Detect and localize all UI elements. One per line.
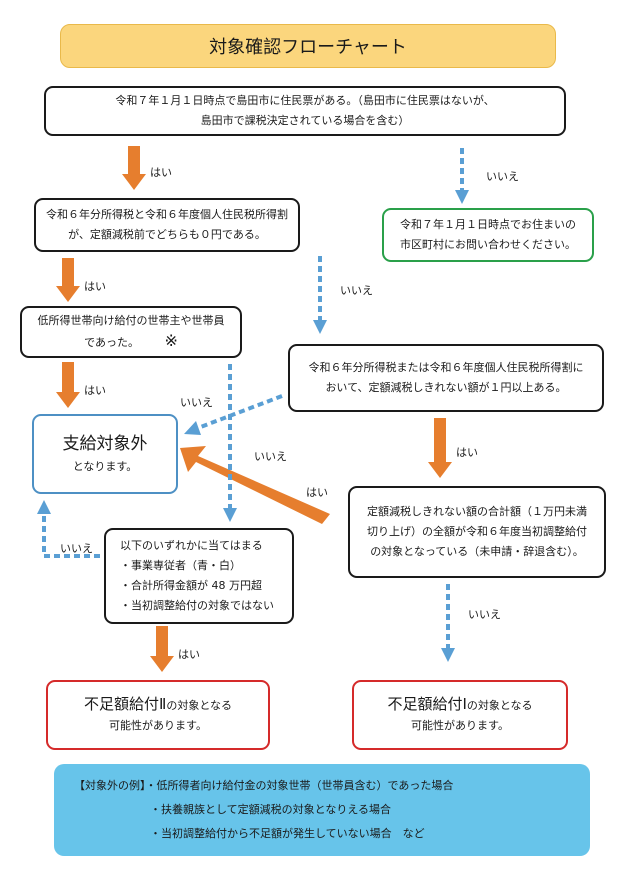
yes-arrow-low-income [56, 362, 80, 408]
box-result-2-line2: 可能性があります。 [109, 719, 207, 732]
no-arrowhead-tax-zero [313, 320, 327, 334]
box-result-2: 不足額給付Ⅱの対象となる 可能性があります。 [46, 680, 270, 750]
box-contact: 令和７年１月１日時点でお住まいの 市区町村にお問い合わせください。 [382, 208, 594, 262]
box-low-income: 低所得世帯向け給付の世帯主や世帯員 であった。 ※ [20, 306, 242, 358]
box-tax-zero-line1: 令和６年分所得税と令和６年度個人住民税所得割 [46, 208, 288, 221]
label-yes-remaining: はい [456, 446, 478, 459]
box-result-2-line1: 不足額給付Ⅱの対象となる [54, 694, 262, 716]
box-remaining: 令和６年分所得税または令和６年度個人住民税所得割に おいて、定額減税しきれない額… [288, 344, 604, 412]
box-contact-line2: 市区町村にお問い合わせください。 [400, 238, 576, 251]
notes-line1: 【対象外の例】・低所得者向け給付金の対象世帯（世帯員含む）であった場合 [74, 779, 454, 792]
box-contact-line1: 令和７年１月１日時点でお住まいの [400, 218, 576, 231]
label-yes-conditions: はい [178, 648, 200, 661]
label-no-total: いいえ [468, 608, 501, 621]
box-conditions: 以下のいずれかに当てはまる ・事業専従者（青・白） ・合計所得金額が 48 万円… [104, 528, 294, 624]
no-arrow-conditions [42, 512, 100, 558]
box-result-1-line1: 不足額給付Ⅰの対象となる [360, 694, 560, 716]
notes-panel: 【対象外の例】・低所得者向け給付金の対象世帯（世帯員含む）であった場合 ・扶養親… [54, 764, 590, 856]
box-total-line1: 定額減税しきれない額の合計額（１万円未満 [367, 505, 587, 518]
box-low-income-line2-row: であった。 ※ [28, 331, 234, 353]
box-excluded-line1: 支給対象外 [62, 434, 148, 454]
box-conditions-line3: ・合計所得金額が 48 万円超 [120, 579, 262, 592]
no-arrowhead-conditions [37, 500, 51, 514]
no-arrow-remaining [197, 394, 283, 430]
label-no-low-income: いいえ [254, 450, 287, 463]
notes-line3: ・当初調整給付から不足額が発生していない場合 など [150, 827, 425, 840]
page-title: 対象確認フローチャート [60, 24, 556, 68]
no-arrowhead-remaining [184, 421, 201, 435]
label-yes-low-income: はい [84, 384, 106, 397]
yes-arrow-conditions [150, 626, 174, 672]
box-conditions-line2: ・事業専従者（青・白） [120, 559, 241, 572]
box-excluded-line2: となります。 [72, 460, 138, 473]
box-result-1-line2: 可能性があります。 [411, 719, 509, 732]
label-yes-start: はい [150, 166, 172, 179]
box-total-line3: の対象となっている（未申請・辞退含む）。 [370, 545, 584, 558]
box-total: 定額減税しきれない額の合計額（１万円未満 切り上げ）の全額が令和６年度当初調整給… [348, 486, 606, 578]
yes-arrow-remaining [428, 418, 452, 478]
label-no-tax-zero: いいえ [340, 284, 373, 297]
box-start: 令和７年１月１日時点で島田市に住民票がある。（島田市に住民票はないが、 島田市で… [44, 86, 566, 136]
no-arrowhead-total [441, 648, 455, 662]
box-conditions-line4: ・当初調整給付の対象ではない [120, 599, 274, 612]
box-result-2-suffix: の対象となる [166, 699, 233, 712]
no-arrowhead-low-income [223, 508, 237, 522]
box-total-line2: 切り上げ）の全額が令和６年度当初調整給付 [367, 525, 587, 538]
yes-arrow-total [180, 446, 330, 524]
box-result-1-suffix: の対象となる [466, 699, 533, 712]
yes-arrow-start [122, 146, 146, 190]
notes-line2: ・扶養親族として定額減税の対象となりえる場合 [150, 803, 392, 816]
no-arrowhead-start [455, 190, 469, 204]
box-conditions-line1: 以下のいずれかに当てはまる [120, 539, 263, 552]
box-tax-zero: 令和６年分所得税と令和６年度個人住民税所得割 が、定額減税前でどちらも０円である… [34, 198, 300, 252]
box-remaining-line1: 令和６年分所得税または令和６年度個人住民税所得割に [308, 361, 584, 374]
box-result-1-main: 不足額給付Ⅰ [387, 695, 467, 713]
box-result-1: 不足額給付Ⅰの対象となる 可能性があります。 [352, 680, 568, 750]
box-low-income-line2: であった。 [84, 336, 139, 349]
box-low-income-line1: 低所得世帯向け給付の世帯主や世帯員 [37, 314, 225, 327]
label-no-conditions: いいえ [60, 542, 93, 555]
box-start-line1: 令和７年１月１日時点で島田市に住民票がある。（島田市に住民票はないが、 [115, 94, 495, 107]
asterisk-mark: ※ [164, 331, 178, 350]
box-tax-zero-line2: が、定額減税前でどちらも０円である。 [68, 228, 266, 241]
box-start-line2: 島田市で課税決定されている場合を含む） [200, 114, 410, 127]
label-no-remaining: いいえ [180, 396, 213, 409]
box-remaining-line2: おいて、定額減税しきれない額が１円以上ある。 [325, 381, 567, 394]
label-yes-tax-zero: はい [84, 280, 106, 293]
yes-arrow-tax-zero [56, 258, 80, 302]
box-result-2-main: 不足額給付Ⅱ [83, 695, 167, 713]
box-excluded: 支給対象外 となります。 [32, 414, 178, 494]
label-yes-total: はい [306, 486, 328, 499]
label-no-start: いいえ [486, 170, 519, 183]
